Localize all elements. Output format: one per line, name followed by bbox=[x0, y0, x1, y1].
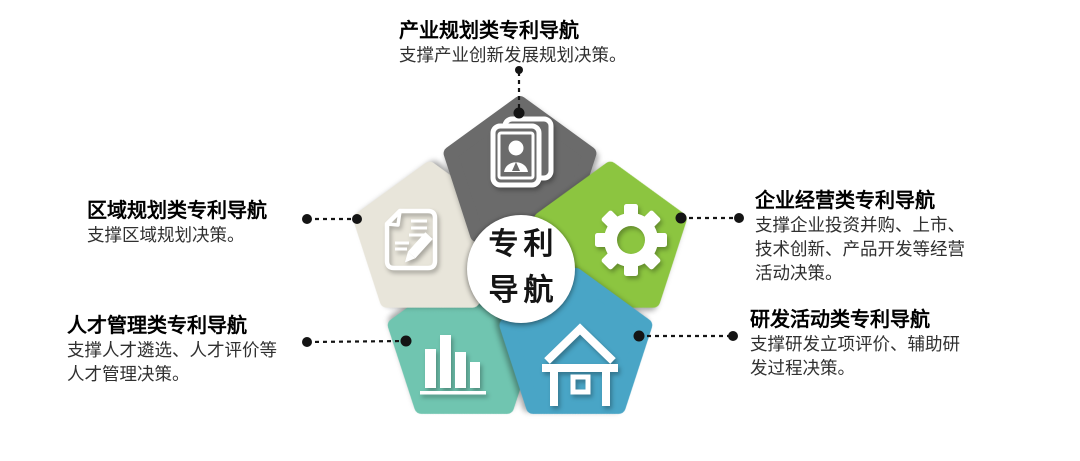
label-desc-line: 发过程决策。 bbox=[750, 358, 855, 378]
center-label-line2: 导航 bbox=[488, 274, 559, 307]
label-block-region: 区域规划类专利导航 支撑区域规划决策。 bbox=[87, 200, 267, 247]
label-title: 研发活动类专利导航 bbox=[750, 309, 930, 331]
label-desc-line: 支撑人才遴选、人才评价等 bbox=[67, 340, 277, 360]
connector-left-upper bbox=[302, 214, 362, 224]
label-block-enterprise: 企业经营类专利导航 支撑企业投资并购、上市、 技术创新、产品开发等经营 活动决策… bbox=[755, 190, 965, 285]
label-block-rnd: 研发活动类专利导航 支撑研发立项评价、辅助研 发过程决策。 bbox=[750, 309, 960, 380]
label-desc-line: 支撑企业投资并购、上市、 bbox=[755, 215, 965, 235]
label-desc-line: 支撑区域规划决策。 bbox=[87, 225, 245, 245]
connector-right-upper bbox=[675, 212, 744, 224]
center-label: 专利 导航 bbox=[461, 222, 581, 314]
center-label-line1: 专利 bbox=[488, 228, 559, 261]
label-desc-line: 技术创新、产品开发等经营 bbox=[755, 239, 965, 259]
id-card-icon bbox=[490, 116, 554, 188]
connector-top bbox=[513, 66, 525, 119]
label-desc-line: 人才管理决策。 bbox=[67, 364, 190, 384]
center-circle bbox=[467, 215, 575, 323]
connector-left-lower bbox=[302, 335, 412, 347]
label-title: 产业规划类专利导航 bbox=[399, 20, 579, 42]
home-icon bbox=[542, 323, 618, 406]
label-title: 企业经营类专利导航 bbox=[755, 190, 935, 212]
connector-right-lower bbox=[633, 330, 738, 342]
label-desc-line: 活动决策。 bbox=[755, 263, 843, 283]
label-block-industry: 产业规划类专利导航 支撑产业创新发展规划决策。 bbox=[399, 20, 627, 67]
label-title: 人才管理类专利导航 bbox=[67, 315, 247, 337]
label-desc-line: 支撑研发立项评价、辅助研 bbox=[750, 334, 960, 354]
document-pen-icon bbox=[384, 208, 438, 271]
label-title: 区域规划类专利导航 bbox=[87, 200, 267, 222]
gear-icon bbox=[595, 204, 667, 276]
label-desc-line: 支撑产业创新发展规划决策。 bbox=[399, 45, 627, 65]
label-block-talent: 人才管理类专利导航 支撑人才遴选、人才评价等 人才管理决策。 bbox=[67, 315, 277, 386]
bar-chart-icon bbox=[420, 335, 486, 395]
